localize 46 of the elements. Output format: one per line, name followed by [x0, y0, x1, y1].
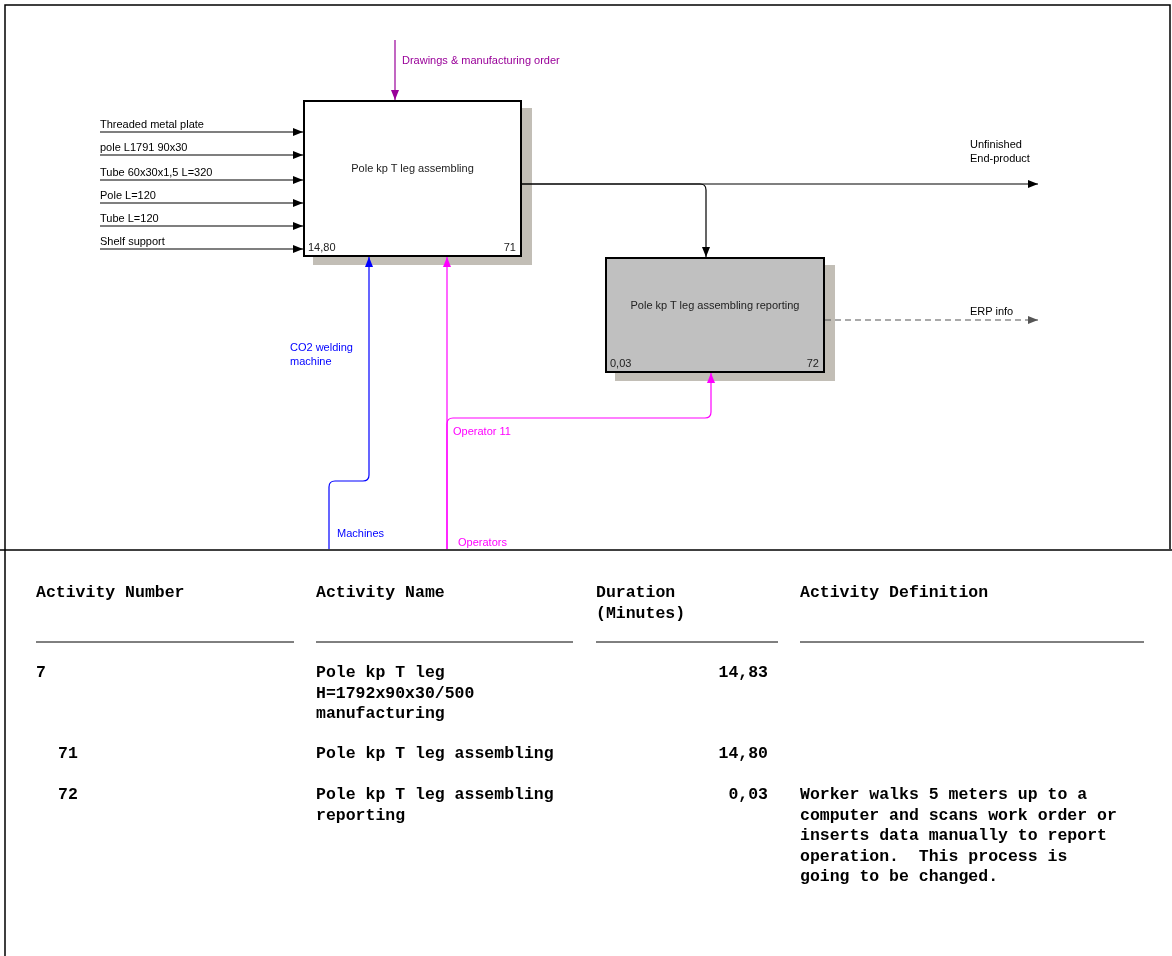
- edge-label: Operator 11: [453, 424, 511, 438]
- edge-label: ERP info: [970, 304, 1014, 318]
- column-header: Duration (Minutes): [596, 583, 687, 624]
- arrow: [328, 256, 373, 550]
- duration: 14,83: [717, 663, 768, 684]
- activity-definition: Worker walks 5 meters up to a computer and scans work order or inserts data manually to report operation. This process is going to be changed.: [800, 785, 1118, 888]
- edge-label: Shelf support: [100, 234, 165, 248]
- edge-label: pole L1791 90x30: [100, 140, 188, 154]
- activity-name: Pole kp T leg assembling: [316, 744, 555, 765]
- activity-box: [605, 257, 825, 373]
- arrow: [99, 199, 304, 207]
- arrow-label: Machines: [337, 526, 386, 540]
- arrow: [99, 222, 304, 230]
- activity-name: Pole kp T leg assembling reporting: [316, 785, 555, 826]
- edge-label: Unfinished End-product: [970, 137, 1031, 165]
- activity-name: Pole kp T leg assembling: [350, 162, 475, 174]
- duration: 0,03: [610, 357, 632, 369]
- arrow: [99, 151, 304, 159]
- edge-label: Threaded metal plate: [100, 117, 204, 131]
- activity-number: 72: [58, 785, 79, 806]
- edge-label: Tube 60x30x1,5 L=320: [100, 165, 213, 179]
- activity-box: [303, 100, 522, 257]
- edge-label: Pole L=120: [100, 188, 156, 202]
- arrow: [99, 245, 304, 253]
- column-header: Activity Name: [316, 583, 446, 604]
- edge-label: Drawings & manufacturing order: [402, 53, 560, 67]
- activity-name: Pole kp T leg H=1792x90x30/500 manufacturing: [316, 663, 476, 725]
- duration: 0,03: [727, 785, 768, 806]
- column-header: Activity Number: [36, 583, 186, 604]
- column-header: Activity Definition: [800, 583, 990, 604]
- arrow: [391, 39, 399, 101]
- arrow: [521, 183, 710, 258]
- arrow: [824, 316, 1039, 324]
- activity-name: Pole kp T leg assembling reporting: [629, 299, 801, 311]
- arrow: [99, 128, 304, 136]
- duration: 14,80: [308, 241, 336, 253]
- activity-number: 72: [806, 357, 819, 369]
- arrow: [99, 176, 304, 184]
- arrow: [446, 372, 715, 550]
- activity-number: 71: [58, 744, 79, 765]
- edge-label: Operators: [458, 535, 507, 549]
- edge-label: Tube L=120: [100, 211, 159, 225]
- activity-number: 7: [36, 663, 47, 684]
- activity-number: 71: [503, 241, 516, 253]
- duration: 14,80: [717, 744, 768, 765]
- edge-label: CO2 welding machine: [290, 340, 354, 368]
